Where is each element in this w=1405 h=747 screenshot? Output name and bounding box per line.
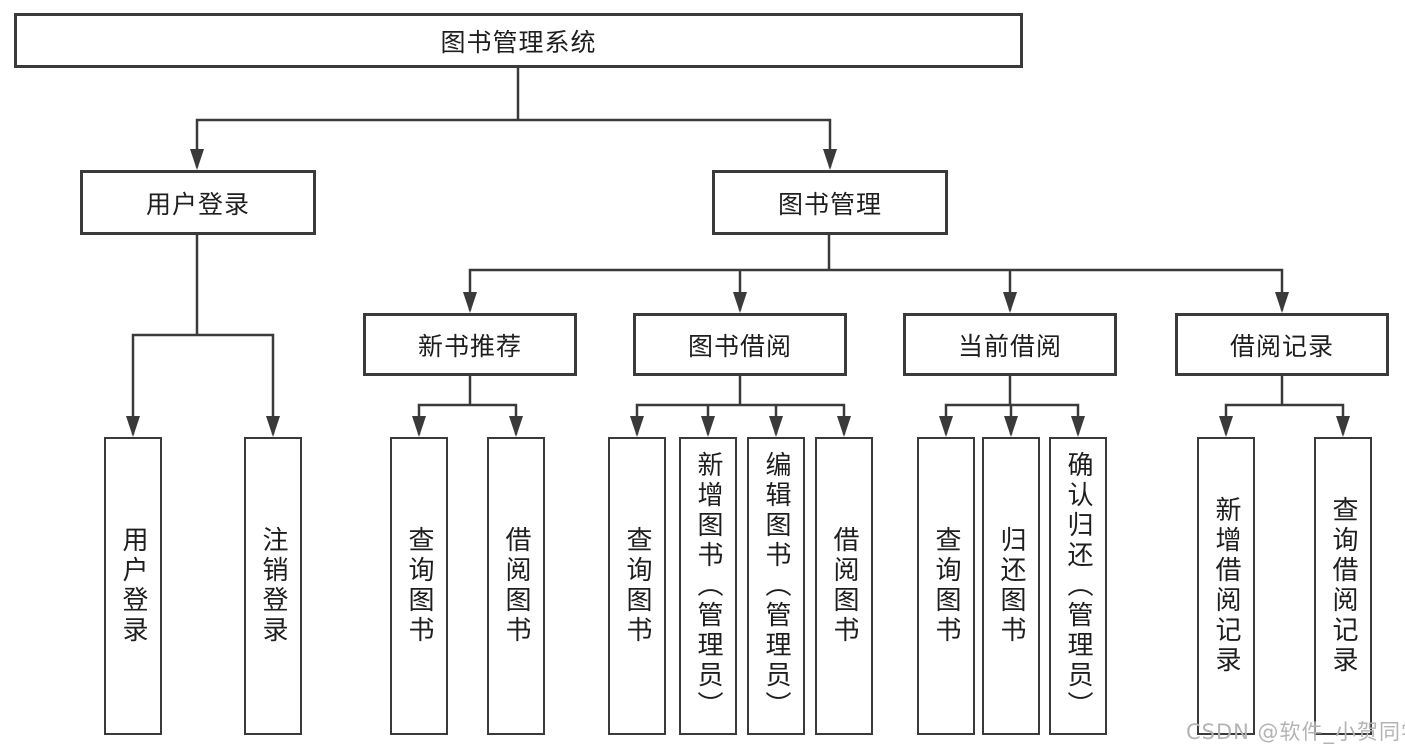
connector-lines (131, 66, 1345, 435)
node-recommend-borrow-book: 借阅图书 (487, 437, 545, 735)
node-book-borrowing-label: 图书借阅 (687, 331, 792, 361)
node-logout-label: 注销登录 (258, 526, 288, 646)
node-borrowing-edit-book: 编辑图书（管理员） (747, 437, 805, 735)
arrowheads (126, 149, 1350, 437)
node-borrow-records-label: 借阅记录 (1229, 331, 1334, 361)
node-current-query-book-label: 查询图书 (931, 526, 961, 646)
node-current-confirm-return-label: 确认归还（管理员） (1063, 451, 1093, 721)
node-new-book-recommend-label: 新书推荐 (417, 331, 522, 361)
node-root-label: 图书管理系统 (440, 27, 597, 57)
node-current-borrowing: 当前借阅 (903, 313, 1117, 376)
node-borrowing-add-book: 新增图书（管理员） (679, 437, 737, 735)
node-book-management: 图书管理 (712, 170, 948, 235)
node-records-add-record: 新增借阅记录 (1197, 437, 1255, 735)
node-borrowing-edit-book-label: 编辑图书（管理员） (761, 451, 791, 721)
node-records-add-record-label: 新增借阅记录 (1211, 496, 1241, 676)
node-root: 图书管理系统 (14, 13, 1023, 68)
node-new-book-recommend: 新书推荐 (363, 313, 577, 376)
node-login: 用户登录 (104, 437, 162, 735)
node-records-query-record-label: 查询借阅记录 (1328, 496, 1358, 676)
node-borrowing-borrow-book: 借阅图书 (815, 437, 873, 735)
node-current-return-book: 归还图书 (982, 437, 1040, 735)
node-user-login: 用户登录 (80, 170, 316, 235)
node-recommend-query-book-label: 查询图书 (404, 526, 434, 646)
node-records-query-record: 查询借阅记录 (1314, 437, 1372, 735)
node-borrowing-add-book-label: 新增图书（管理员） (693, 451, 723, 721)
node-borrowing-borrow-book-label: 借阅图书 (829, 526, 859, 646)
node-book-borrowing: 图书借阅 (633, 313, 847, 376)
node-current-confirm-return: 确认归还（管理员） (1049, 437, 1107, 735)
node-current-borrowing-label: 当前借阅 (957, 331, 1062, 361)
node-user-login-label: 用户登录 (145, 189, 250, 219)
node-current-query-book: 查询图书 (917, 437, 975, 735)
node-logout: 注销登录 (244, 437, 302, 735)
node-borrow-records: 借阅记录 (1175, 313, 1389, 376)
node-login-label: 用户登录 (118, 526, 148, 646)
node-current-return-book-label: 归还图书 (996, 526, 1026, 646)
node-recommend-borrow-book-label: 借阅图书 (501, 526, 531, 646)
node-borrowing-query-book-label: 查询图书 (622, 526, 652, 646)
node-borrowing-query-book: 查询图书 (608, 437, 666, 735)
watermark: CSDN @软件_小贺同学 (1186, 720, 1405, 744)
node-recommend-query-book: 查询图书 (390, 437, 448, 735)
node-book-management-label: 图书管理 (777, 189, 882, 219)
